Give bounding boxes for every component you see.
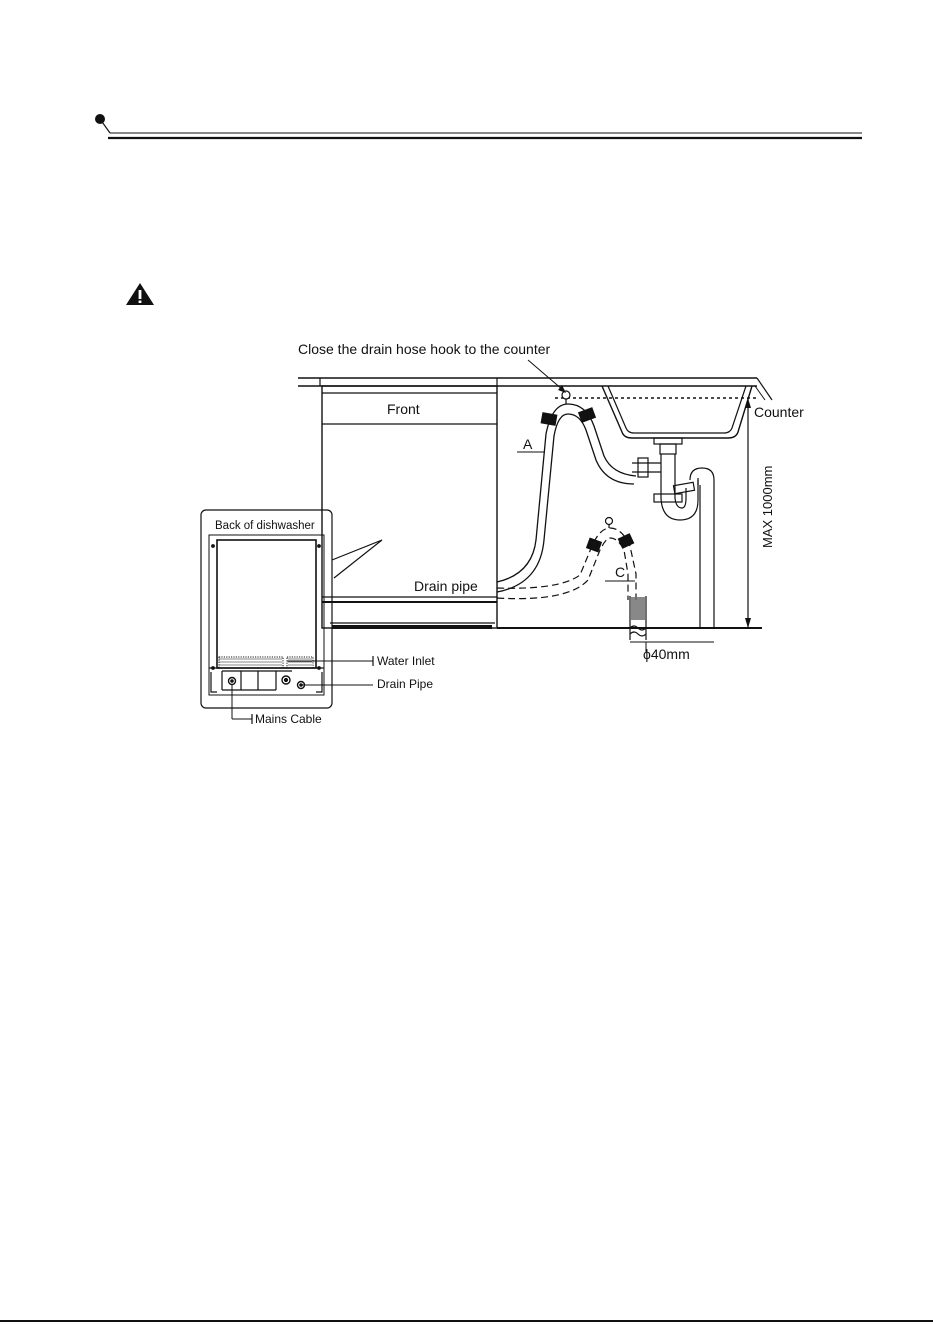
hook-instruction-label: Close the drain hose hook to the counter	[298, 341, 551, 357]
hose-c-label: C	[615, 564, 625, 580]
inset-title-label: Back of dishwasher	[215, 520, 315, 532]
drain-hose-a	[497, 391, 636, 592]
inset-back-of-dishwasher	[201, 510, 332, 708]
counter-label: Counter	[754, 404, 804, 420]
mains-cable-label: Mains Cable	[255, 712, 322, 726]
front-label: Front	[387, 401, 420, 417]
diameter-label: ϕ40mm	[643, 646, 690, 662]
hose-a-label: A	[523, 436, 533, 452]
counter-top	[298, 378, 772, 400]
floor-drain-pipe	[630, 596, 714, 652]
drain-pipe-label: Drain pipe	[414, 578, 478, 594]
max-height-dimension	[745, 398, 751, 628]
page-footer-rule	[0, 1318, 933, 1324]
water-inlet-label: Water Inlet	[377, 654, 435, 668]
drain-pipe-inset-label: Drain Pipe	[377, 677, 433, 691]
sink	[602, 386, 752, 628]
max-height-label: MAX 1000mm	[760, 466, 775, 548]
